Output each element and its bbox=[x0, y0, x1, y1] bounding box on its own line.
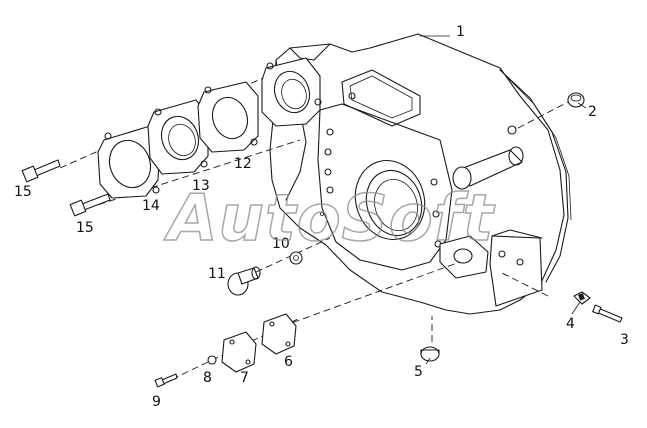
callout-9: 9 bbox=[152, 394, 161, 410]
exhaust-flange bbox=[261, 57, 322, 127]
washer-8 bbox=[207, 355, 217, 365]
leader-lines bbox=[420, 35, 587, 365]
plug-11 bbox=[227, 266, 261, 296]
flywheel-housing bbox=[269, 33, 572, 315]
cover-6 bbox=[261, 313, 297, 355]
plug-5 bbox=[420, 346, 440, 362]
cover-7 bbox=[221, 331, 257, 373]
callout-15-upper: 15 bbox=[14, 184, 32, 200]
bolt-15-upper bbox=[21, 159, 61, 183]
plug-2 bbox=[567, 92, 585, 108]
bolt-9 bbox=[154, 373, 178, 388]
callout-labels: 1 2 3 4 5 6 7 8 9 10 11 12 13 14 15 15 bbox=[14, 24, 629, 410]
nut-4 bbox=[573, 291, 591, 305]
callout-2: 2 bbox=[588, 104, 597, 120]
callout-12: 12 bbox=[234, 156, 252, 172]
callout-10: 10 bbox=[272, 236, 290, 252]
gasket-12 bbox=[197, 81, 259, 153]
autosoft-watermark: AutoSoft bbox=[163, 182, 496, 256]
callout-6: 6 bbox=[284, 354, 293, 370]
callout-7: 7 bbox=[240, 370, 249, 386]
bolt-15-lower bbox=[69, 193, 111, 217]
callout-15-lower: 15 bbox=[76, 220, 94, 236]
callout-5: 5 bbox=[414, 364, 423, 380]
callout-13: 13 bbox=[192, 178, 210, 194]
callout-11: 11 bbox=[208, 266, 226, 282]
callout-14: 14 bbox=[142, 198, 160, 214]
callout-1: 1 bbox=[456, 24, 465, 40]
washer-10 bbox=[289, 251, 303, 265]
callout-3: 3 bbox=[620, 332, 629, 348]
callout-8: 8 bbox=[203, 370, 212, 386]
callout-4: 4 bbox=[566, 316, 575, 332]
bolt-3 bbox=[592, 304, 623, 323]
